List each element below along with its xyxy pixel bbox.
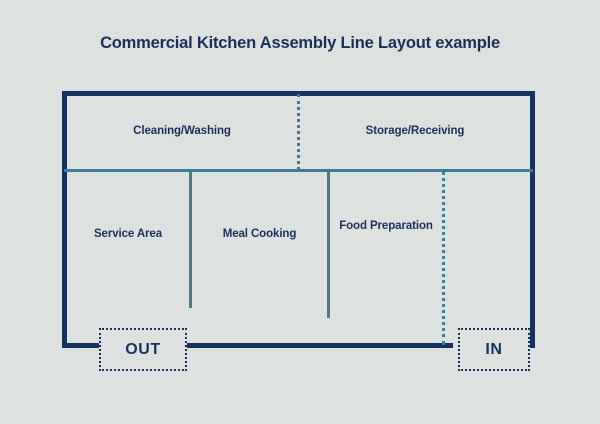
zone-label-storage-receiving: Storage/Receiving: [365, 125, 465, 137]
zone-label-service-area: Service Area: [93, 228, 163, 240]
partition-meal-food: [327, 171, 330, 318]
zone-label-food-preparation: Food Preparation: [339, 220, 433, 232]
partition-service-meal: [189, 171, 192, 308]
door-marker-out: OUT: [99, 328, 187, 371]
floorplan: Cleaning/Washing Storage/Receiving Servi…: [62, 91, 535, 348]
dashed-divider-food-entry: [442, 171, 445, 345]
zone-label-cleaning-washing: Cleaning/Washing: [133, 125, 231, 137]
wall-top: [62, 91, 535, 96]
diagram-title: Commercial Kitchen Assembly Line Layout …: [100, 34, 500, 52]
wall-bottom-middle-segment: [183, 343, 453, 348]
zone-label-meal-cooking: Meal Cooking: [222, 228, 297, 240]
wall-right: [530, 91, 535, 348]
door-marker-in: IN: [458, 328, 530, 371]
wall-bottom-left-segment: [62, 343, 104, 348]
partition-horizontal: [64, 169, 533, 172]
dashed-divider-cleaning-storage: [297, 94, 300, 170]
wall-left: [62, 91, 67, 348]
